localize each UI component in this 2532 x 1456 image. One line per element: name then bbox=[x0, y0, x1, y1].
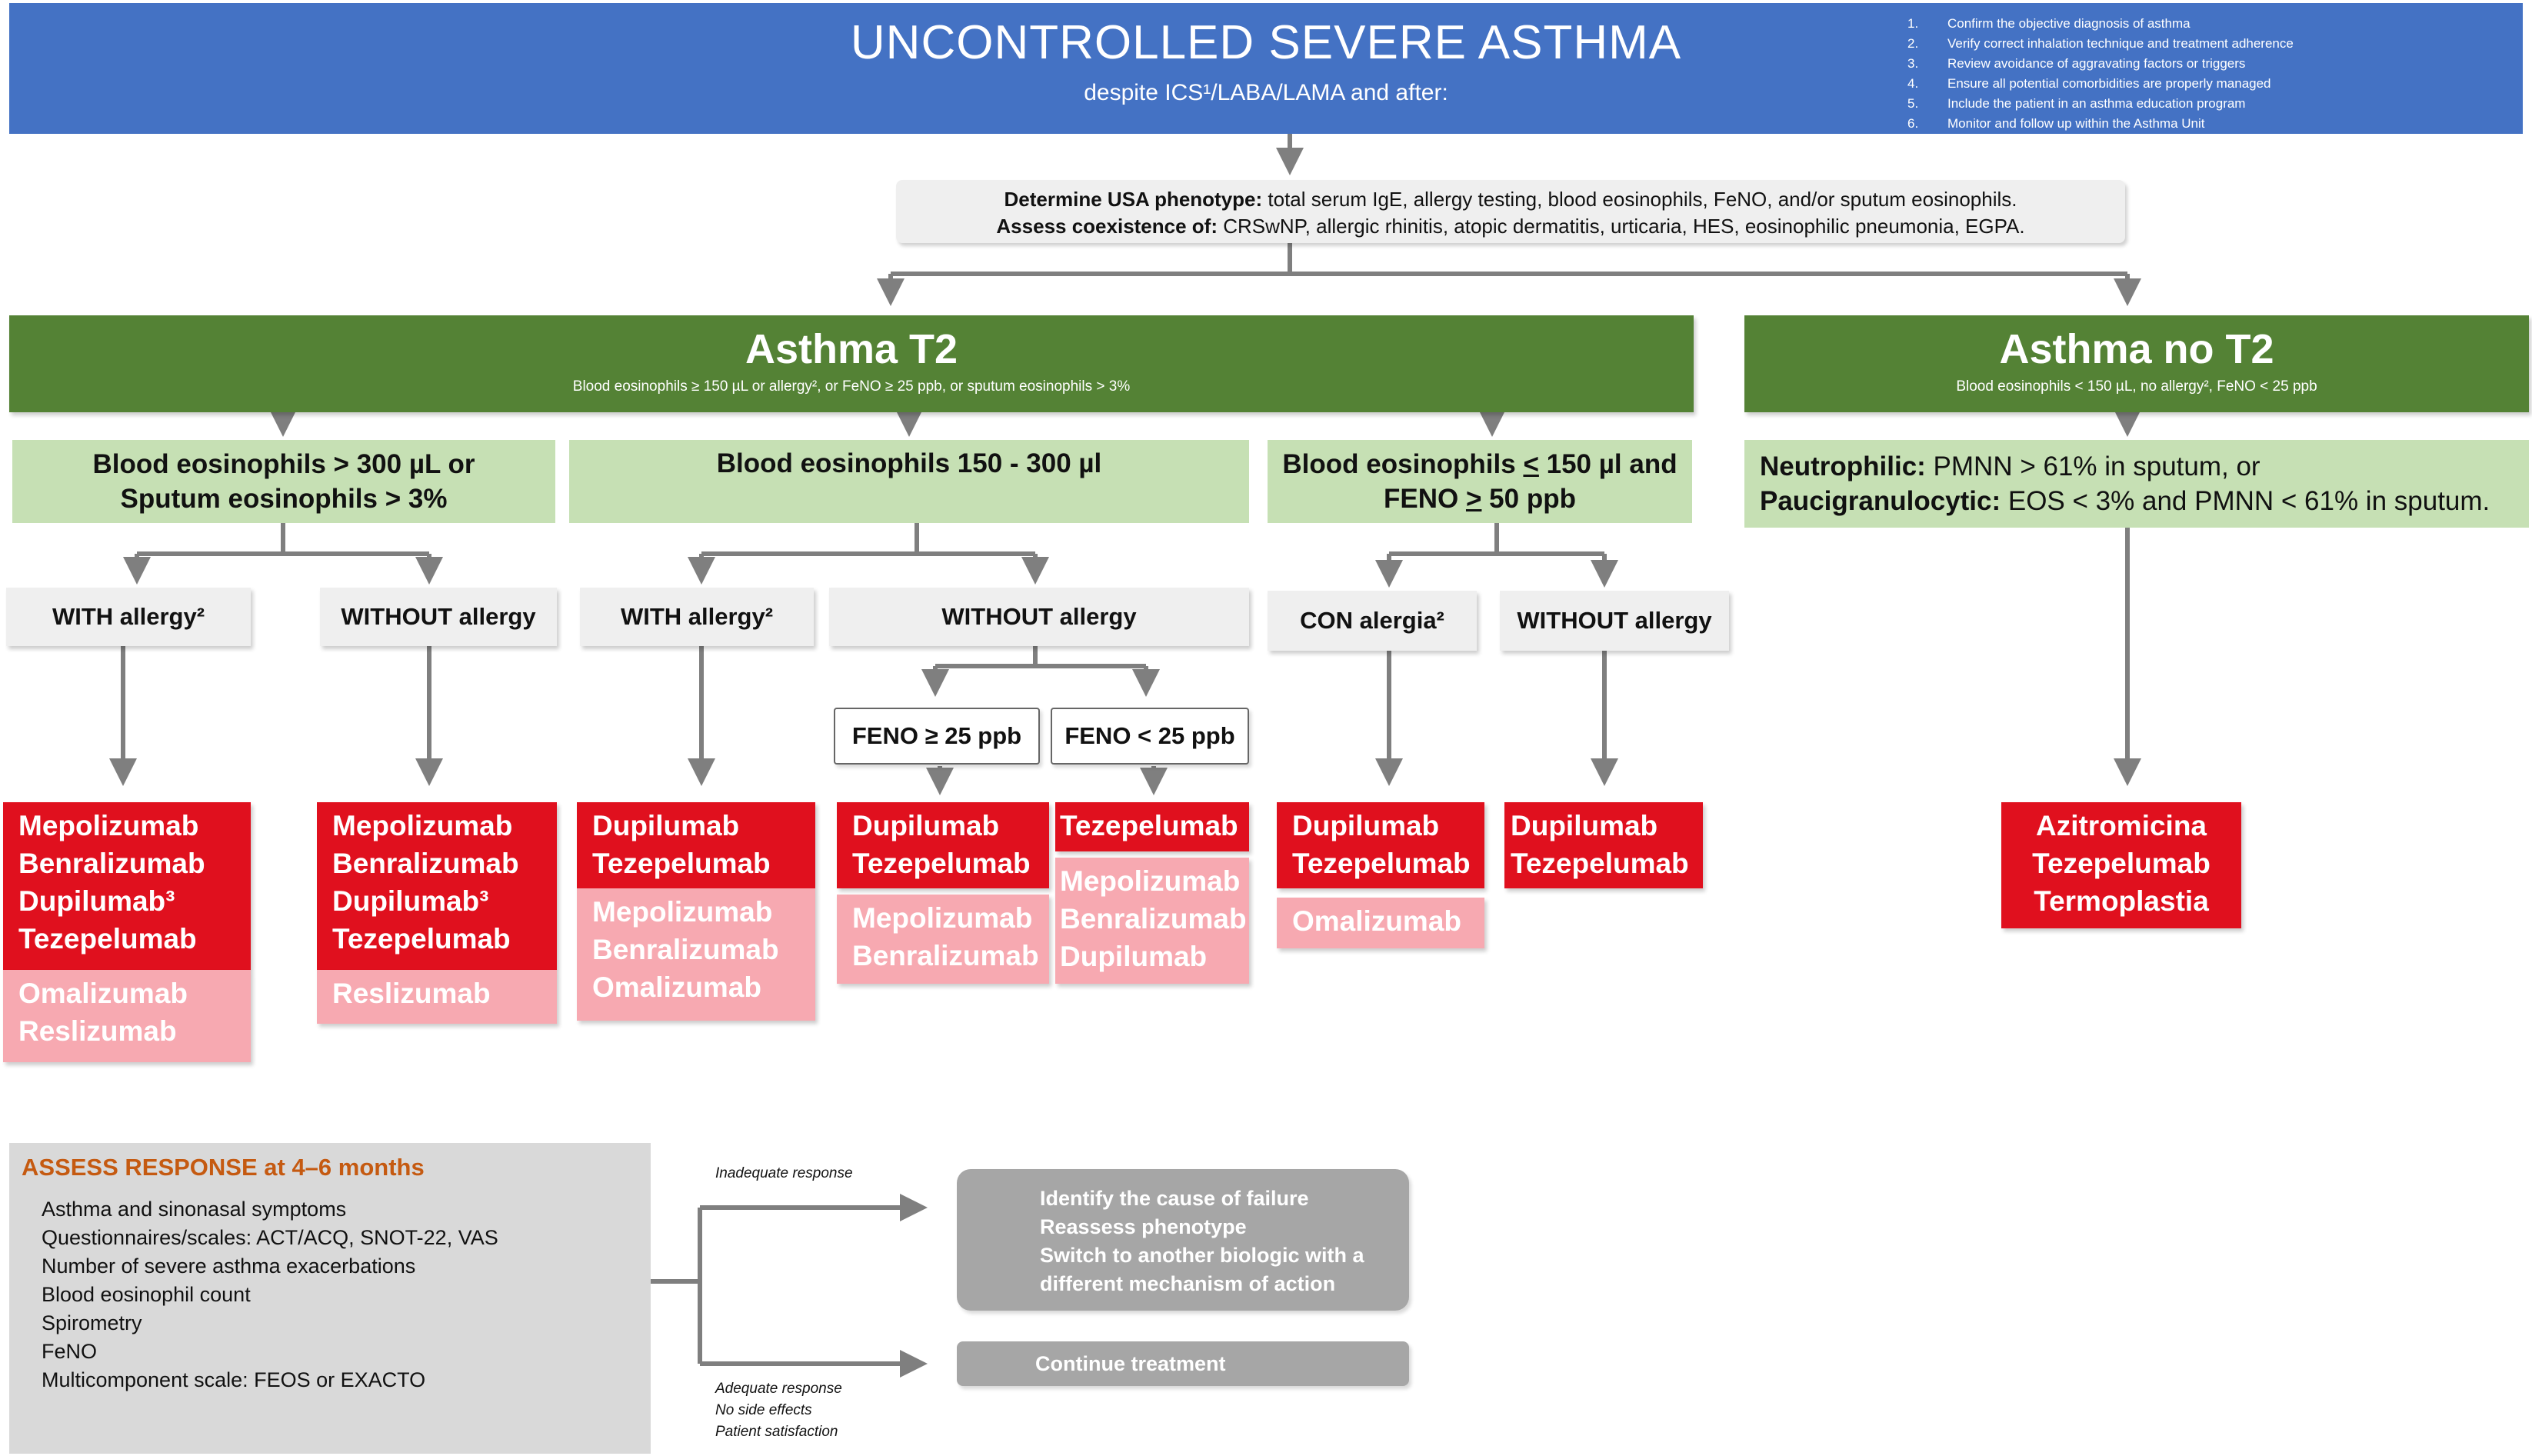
header-banner: UNCONTROLLED SEVERE ASTHMA despite ICS¹/… bbox=[9, 3, 2523, 134]
drug-dupilumab: Dupilumab³ bbox=[332, 885, 489, 917]
drug-benralizumab: Benralizumab bbox=[332, 848, 519, 879]
c4-first-line-drugs: Dupilumab Tezepelumab bbox=[837, 802, 1049, 888]
group-eos-mid: Blood eosinophils 150 - 300 µl bbox=[569, 440, 1249, 523]
c1-second-line-drugs: Omalizumab Reslizumab bbox=[3, 970, 251, 1062]
drug-tezepelumab: Tezepelumab bbox=[1292, 848, 1471, 879]
drug-tezepelumab: Tezepelumab bbox=[332, 923, 511, 955]
c2-first-line-drugs: Mepolizumab Benralizumab Dupilumab³ Teze… bbox=[317, 802, 557, 970]
c5-second-line-drugs: Mepolizumab Benralizumab Dupilumab bbox=[1055, 858, 1249, 984]
drug-reslizumab: Reslizumab bbox=[332, 978, 491, 1009]
drug-dupilumab: Dupilumab bbox=[592, 810, 740, 841]
asthma-t2-box: Asthma T2 Blood eosinophils ≥ 150 µL or … bbox=[9, 315, 1694, 412]
inadequate-response-label: Inadequate response bbox=[715, 1165, 853, 1181]
list-item: different mechanism of action bbox=[1040, 1272, 1336, 1295]
list-item: Switch to another biologic with a bbox=[1040, 1244, 1364, 1267]
checklist-item: 1.Confirm the objective diagnosis of ast… bbox=[1907, 16, 2191, 31]
asthma-no-t2-criteria: Blood eosinophils < 150 µL, no allergy²,… bbox=[1956, 378, 2317, 395]
drug-dupilumab: Dupilumab³ bbox=[18, 885, 175, 917]
drug-mepolizumab: Mepolizumab bbox=[332, 810, 513, 841]
g1-without-allergy-label: WITHOUT allergy bbox=[320, 588, 557, 646]
page-title: UNCONTROLLED SEVERE ASTHMA bbox=[850, 16, 1682, 69]
assess-response-panel: ASSESS RESPONSE at 4–6 months Asthma and… bbox=[9, 1143, 651, 1454]
continue-treatment-box: Continue treatment bbox=[957, 1341, 1409, 1386]
checklist-item: 6.Monitor and follow up within the Asthm… bbox=[1907, 116, 2205, 131]
asthma-no-t2-box: Asthma no T2 Blood eosinophils < 150 µL,… bbox=[1744, 315, 2529, 412]
checklist-item: 5.Include the patient in an asthma educa… bbox=[1907, 96, 2246, 111]
drug-benralizumab: Benralizumab bbox=[852, 940, 1039, 971]
page-subtitle: despite ICS¹/LABA/LAMA and after: bbox=[1084, 80, 1448, 105]
phenotype-line: Determine USA phenotype: total serum IgE… bbox=[1004, 188, 2017, 211]
list-item: Blood eosinophil count bbox=[42, 1283, 251, 1306]
assess-criteria-list: Asthma and sinonasal symptoms Questionna… bbox=[42, 1195, 498, 1394]
asthma-t2-criteria: Blood eosinophils ≥ 150 µL or allergy², … bbox=[572, 378, 1131, 395]
g1-with-allergy-label: WITH allergy² bbox=[6, 588, 251, 646]
g3-without-allergy-label: WITHOUT allergy bbox=[1500, 591, 1729, 651]
coexistence-line: Assess coexistence of: CRSwNP, allergic … bbox=[996, 215, 2025, 238]
list-item: Questionnaires/scales: ACT/ACQ, SNOT-22,… bbox=[42, 1226, 498, 1249]
checklist-item: 2.Verify correct inhalation technique an… bbox=[1907, 36, 2294, 51]
c6-second-line-drugs: Omalizumab bbox=[1277, 898, 1484, 948]
failure-actions-box: Identify the cause of failure Reassess p… bbox=[957, 1169, 1409, 1311]
drug-tezepelumab: Tezepelumab bbox=[592, 848, 771, 879]
list-item: Multicomponent scale: FEOS or EXACTO bbox=[42, 1368, 426, 1391]
list-item: Asthma and sinonasal symptoms bbox=[42, 1198, 347, 1221]
drug-omalizumab: Omalizumab bbox=[1292, 905, 1461, 937]
c8-first-line-drugs: Azitromicina Tezepelumab Termoplastia bbox=[2001, 802, 2241, 928]
c6-first-line-drugs: Dupilumab Tezepelumab bbox=[1277, 802, 1484, 888]
list-item: Number of severe asthma exacerbations bbox=[42, 1254, 416, 1278]
g3-with-allergy-label: CON alergia² bbox=[1268, 591, 1477, 651]
adequate-response-labels: Adequate response No side effects Patien… bbox=[715, 1381, 842, 1440]
c5-first-line-drugs: Tezepelumab bbox=[1055, 802, 1249, 851]
c3-first-line-drugs: Dupilumab Tezepelumab bbox=[577, 802, 815, 888]
list-item: Identify the cause of failure bbox=[1040, 1187, 1309, 1210]
c4-second-line-drugs: Mepolizumab Benralizumab bbox=[837, 895, 1049, 984]
drug-reslizumab: Reslizumab bbox=[18, 1015, 177, 1047]
drug-mepolizumab: Mepolizumab bbox=[18, 810, 199, 841]
drug-dupilumab: Dupilumab bbox=[852, 810, 1000, 841]
c7-first-line-drugs: Dupilumab Tezepelumab bbox=[1504, 802, 1703, 888]
group-eos-low-feno-high: Blood eosinophils < 150 µl and FENO > 50… bbox=[1268, 440, 1692, 523]
drug-termoplastia: Termoplastia bbox=[2034, 885, 2209, 917]
drug-tezepelumab: Tezepelumab bbox=[1060, 810, 1238, 841]
list-item: Spirometry bbox=[42, 1311, 142, 1334]
asthma-t2-title: Asthma T2 bbox=[745, 326, 958, 372]
drug-azitromicina: Azitromicina bbox=[2035, 810, 2207, 841]
checklist-item: 4.Ensure all potential comorbidities are… bbox=[1907, 76, 2271, 91]
checklist-item: 3.Review avoidance of aggravating factor… bbox=[1907, 56, 2246, 71]
drug-mepolizumab: Mepolizumab bbox=[1060, 865, 1241, 897]
group-eos-high: Blood eosinophils > 300 µL or Sputum eos… bbox=[12, 440, 555, 523]
drug-tezepelumab: Tezepelumab bbox=[18, 923, 197, 955]
drug-omalizumab: Omalizumab bbox=[18, 978, 188, 1009]
g2-without-allergy-label: WITHOUT allergy bbox=[829, 588, 1249, 646]
g2-with-allergy-label: WITH allergy² bbox=[580, 588, 814, 646]
c2-second-line-drugs: Reslizumab bbox=[317, 970, 557, 1024]
drug-tezepelumab: Tezepelumab bbox=[1511, 848, 1689, 879]
drug-benralizumab: Benralizumab bbox=[592, 934, 779, 965]
drug-tezepelumab: Tezepelumab bbox=[2032, 848, 2211, 879]
drug-mepolizumab: Mepolizumab bbox=[592, 896, 773, 928]
asthma-no-t2-title: Asthma no T2 bbox=[1999, 326, 2274, 372]
drug-mepolizumab: Mepolizumab bbox=[852, 902, 1033, 934]
group-non-t2-subtypes: Neutrophilic: PMNN > 61% in sputum, or P… bbox=[1744, 440, 2529, 528]
c1-first-line-drugs: Mepolizumab Benralizumab Dupilumab³ Teze… bbox=[3, 802, 251, 970]
drug-benralizumab: Benralizumab bbox=[18, 848, 205, 879]
assess-response-title: ASSESS RESPONSE at 4–6 months bbox=[22, 1154, 425, 1181]
drug-dupilumab: Dupilumab bbox=[1511, 810, 1658, 841]
drug-dupilumab: Dupilumab bbox=[1060, 941, 1208, 972]
c3-second-line-drugs: Mepolizumab Benralizumab Omalizumab bbox=[577, 888, 815, 1021]
drug-omalizumab: Omalizumab bbox=[592, 971, 761, 1003]
prerequisite-checklist: 1.Confirm the objective diagnosis of ast… bbox=[1907, 14, 2523, 134]
feno-low-label: FENO < 25 ppb bbox=[1051, 708, 1249, 765]
list-item: FeNO bbox=[42, 1340, 98, 1363]
drug-benralizumab: Benralizumab bbox=[1060, 903, 1247, 935]
list-item: Reassess phenotype bbox=[1040, 1215, 1247, 1238]
drug-dupilumab: Dupilumab bbox=[1292, 810, 1440, 841]
drug-tezepelumab: Tezepelumab bbox=[852, 848, 1031, 879]
feno-high-label: FENO ≥ 25 ppb bbox=[834, 708, 1040, 765]
phenotype-box: Determine USA phenotype: total serum IgE… bbox=[896, 180, 2125, 243]
